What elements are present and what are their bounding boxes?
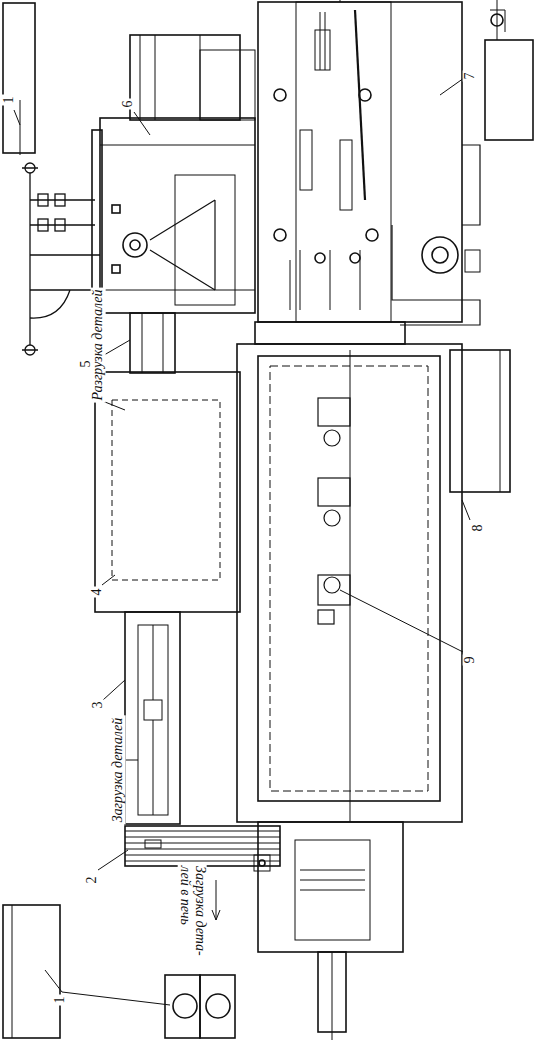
callout-number: 1 bbox=[53, 995, 68, 1006]
callout-number: 4 bbox=[90, 587, 105, 598]
pusher bbox=[258, 822, 403, 1040]
process-note: Загрузка дета- лей в печь bbox=[177, 864, 206, 972]
cabinet bbox=[450, 350, 510, 492]
unloading-unit bbox=[92, 35, 255, 313]
rotary-furnace bbox=[237, 344, 462, 822]
press-machine bbox=[255, 0, 480, 344]
motor bbox=[485, 0, 533, 140]
transfer-rod bbox=[130, 313, 175, 373]
callout-number: 1 bbox=[2, 95, 17, 106]
leader-line bbox=[14, 78, 470, 1005]
callout-number: 9 bbox=[463, 655, 478, 666]
cabinet bbox=[3, 3, 35, 153]
loader bbox=[125, 612, 180, 848]
callout-number: 3 bbox=[91, 700, 106, 711]
callout-number: 7 bbox=[463, 71, 478, 82]
valve-group bbox=[22, 163, 100, 355]
callout-number: 6 bbox=[121, 99, 136, 110]
cabinet bbox=[3, 905, 60, 1038]
process-note: Разгрузка деталей bbox=[91, 287, 106, 402]
callout-number: 8 bbox=[471, 523, 486, 534]
process-note: Загрузка деталей bbox=[111, 716, 126, 825]
pump bbox=[165, 975, 235, 1038]
callout-number: 2 bbox=[85, 875, 100, 886]
furnace bbox=[95, 372, 240, 612]
